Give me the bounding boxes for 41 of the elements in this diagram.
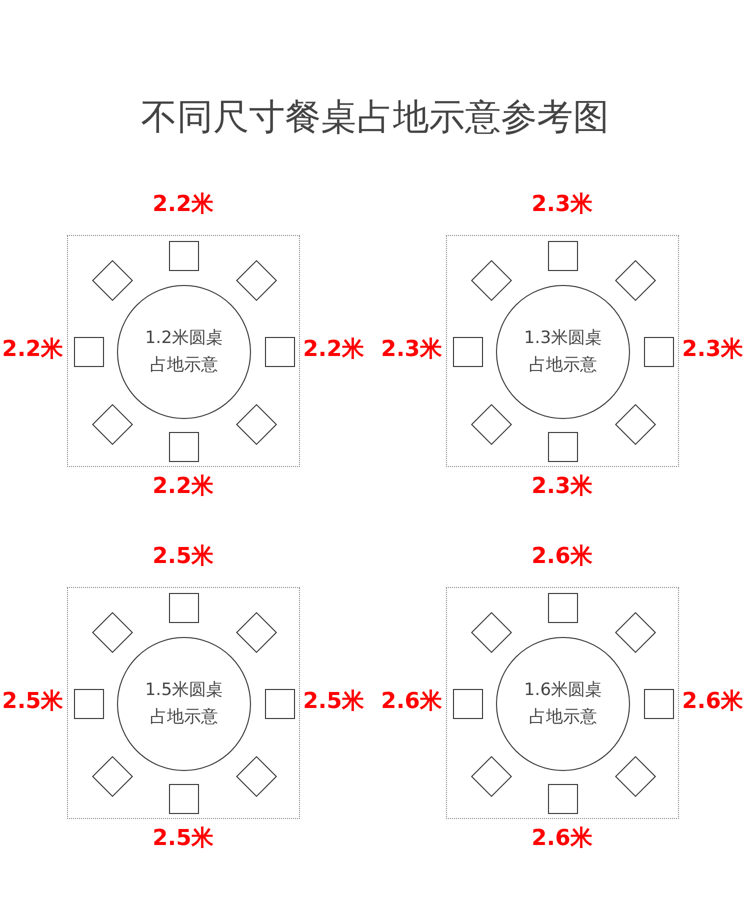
seat-square xyxy=(265,689,295,719)
seat-square xyxy=(453,337,483,367)
dimension-label: 2.5米 xyxy=(152,826,214,852)
dimension-label: 2.6米 xyxy=(682,689,743,716)
dimension-label: 2.3米 xyxy=(530,192,594,218)
dimension-label: 2.2米 xyxy=(152,192,214,218)
seat-square xyxy=(453,689,483,719)
seat-square xyxy=(74,337,104,367)
seat-square xyxy=(548,241,578,271)
floor-area xyxy=(446,587,679,819)
seat-square xyxy=(548,432,578,462)
table-label: 1.6米圆桌占地示意 xyxy=(522,678,604,729)
floor-area xyxy=(446,235,679,467)
dimension-label: 2.5米 xyxy=(152,544,214,570)
dimension-label: 2.6米 xyxy=(380,689,442,716)
dimension-label: 2.6米 xyxy=(530,826,594,852)
title: 不同尺寸餐桌占地示意参考图 xyxy=(140,96,610,140)
seat-square xyxy=(169,784,199,814)
seat-square xyxy=(169,432,199,462)
floor-area xyxy=(67,235,300,467)
dimension-label: 2.3米 xyxy=(682,337,743,364)
dimension-label: 2.5米 xyxy=(1,689,63,716)
dimension-label: 2.3米 xyxy=(380,337,442,364)
seat-square xyxy=(644,337,674,367)
table-label: 1.5米圆桌占地示意 xyxy=(144,678,224,729)
dimension-label: 2.6米 xyxy=(530,544,594,570)
dimension-label: 2.3米 xyxy=(530,474,594,500)
dimension-label: 2.2米 xyxy=(303,337,364,364)
seat-square xyxy=(548,593,578,623)
table-label: 1.3米圆桌占地示意 xyxy=(522,326,604,377)
floor-area xyxy=(67,587,300,819)
dimension-label: 2.5米 xyxy=(303,689,364,716)
seat-square xyxy=(265,337,295,367)
table-label: 1.2米圆桌占地示意 xyxy=(144,326,224,377)
dimension-label: 2.2米 xyxy=(152,474,214,500)
dimension-label: 2.2米 xyxy=(1,337,63,364)
seat-square xyxy=(74,689,104,719)
seat-square xyxy=(644,689,674,719)
seat-square xyxy=(169,593,199,623)
seat-square xyxy=(548,784,578,814)
seat-square xyxy=(169,241,199,271)
